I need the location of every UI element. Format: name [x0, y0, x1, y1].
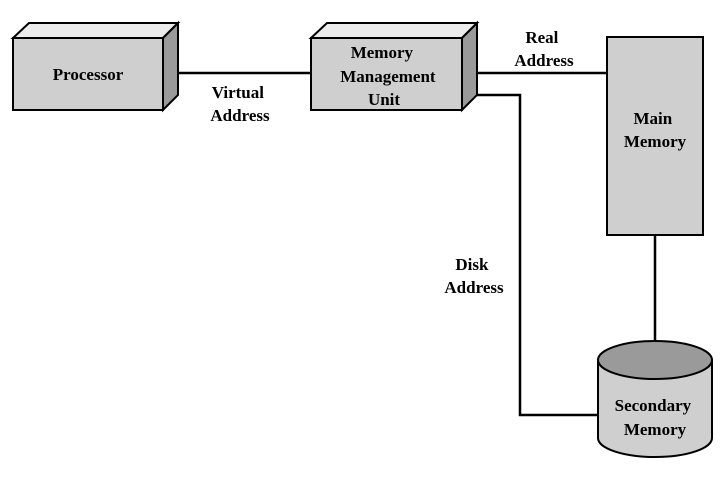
- main-memory-box: Main Memory: [606, 36, 704, 236]
- mmu-label: Memory Management Unit: [340, 43, 440, 109]
- disk-address-wire: [462, 93, 598, 417]
- main-memory-label: Main Memory: [624, 109, 687, 151]
- secondary-memory-cylinder: Secondary Memory: [597, 340, 713, 458]
- secondary-memory-label: Secondary Memory: [615, 396, 696, 439]
- mmu-box: Memory Management Unit: [308, 20, 480, 113]
- virtual-address-label: Virtual Address: [210, 83, 270, 125]
- processor-label: Processor: [53, 65, 124, 84]
- processor-box: Processor: [10, 20, 181, 113]
- real-address-label: Real Address: [514, 28, 574, 70]
- disk-address-label: Disk Address: [444, 255, 504, 297]
